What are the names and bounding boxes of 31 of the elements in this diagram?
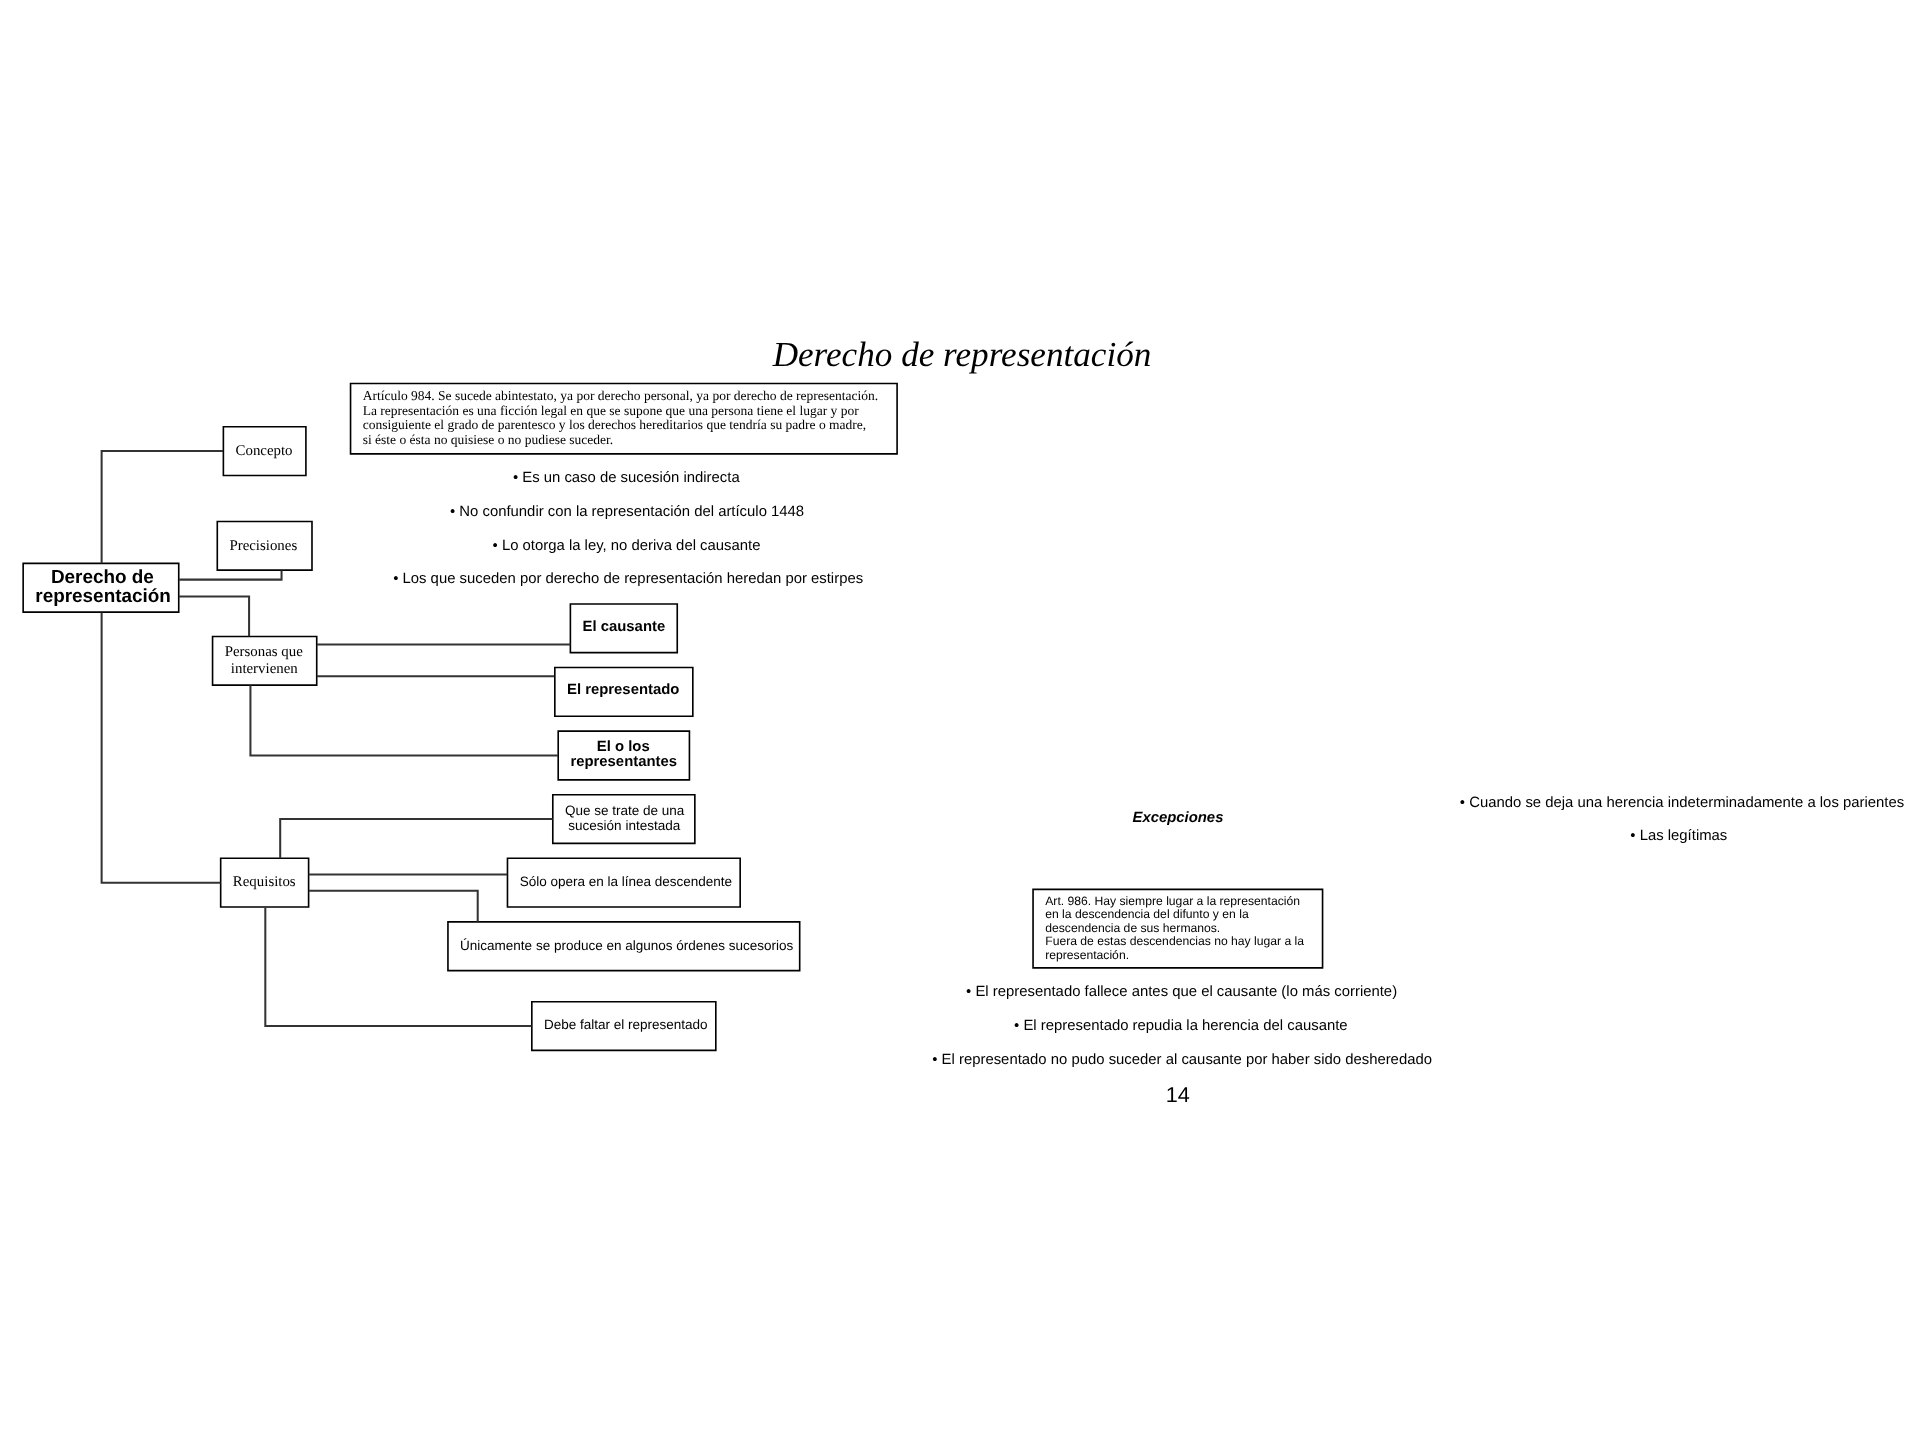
connector xyxy=(264,906,532,1027)
connector xyxy=(100,449,224,563)
diagram-title: Derecho de representación xyxy=(772,332,1152,373)
connector xyxy=(100,611,221,883)
label: • Las legítimas xyxy=(1630,825,1728,844)
node-box: Concepto xyxy=(222,424,307,476)
connector xyxy=(308,888,479,921)
connector xyxy=(179,569,283,580)
connector xyxy=(279,817,553,858)
connector xyxy=(316,642,571,645)
connector xyxy=(308,872,508,875)
node-box: Derecho de representación xyxy=(22,561,180,612)
label: • Lo otorga la ley, no deriva del causante xyxy=(492,534,761,553)
label: • Es un caso de sucesión indirecta xyxy=(512,466,740,485)
node-box: El representado xyxy=(554,665,694,717)
connector xyxy=(178,594,251,636)
node-box: El o los representantes xyxy=(557,729,691,780)
label: • Cuando se deja una herencia indeterminadamente a los parientes xyxy=(1459,791,1905,810)
label: • El representado no pudo suceder al causante por haber sido desheredado xyxy=(932,1048,1433,1067)
connector xyxy=(249,684,558,756)
label: 14 xyxy=(1165,1082,1190,1107)
label: Excepciones xyxy=(1132,806,1224,825)
node-box: Personas que intervienen xyxy=(211,634,318,685)
label: • No confundir con la representación del artículo 1448 xyxy=(449,500,805,519)
node-box: El causante xyxy=(569,602,679,653)
node-box: Requisitos xyxy=(219,856,310,907)
node-box: Precisiones xyxy=(216,519,313,570)
label: • El representado repudia la herencia del causante xyxy=(1014,1014,1348,1033)
label: • Los que suceden por derecho de representación heredan por estirpes xyxy=(393,568,864,587)
label: • El representado fallece antes que el causante (lo más corriente) xyxy=(966,981,1398,1000)
connector xyxy=(316,674,555,677)
